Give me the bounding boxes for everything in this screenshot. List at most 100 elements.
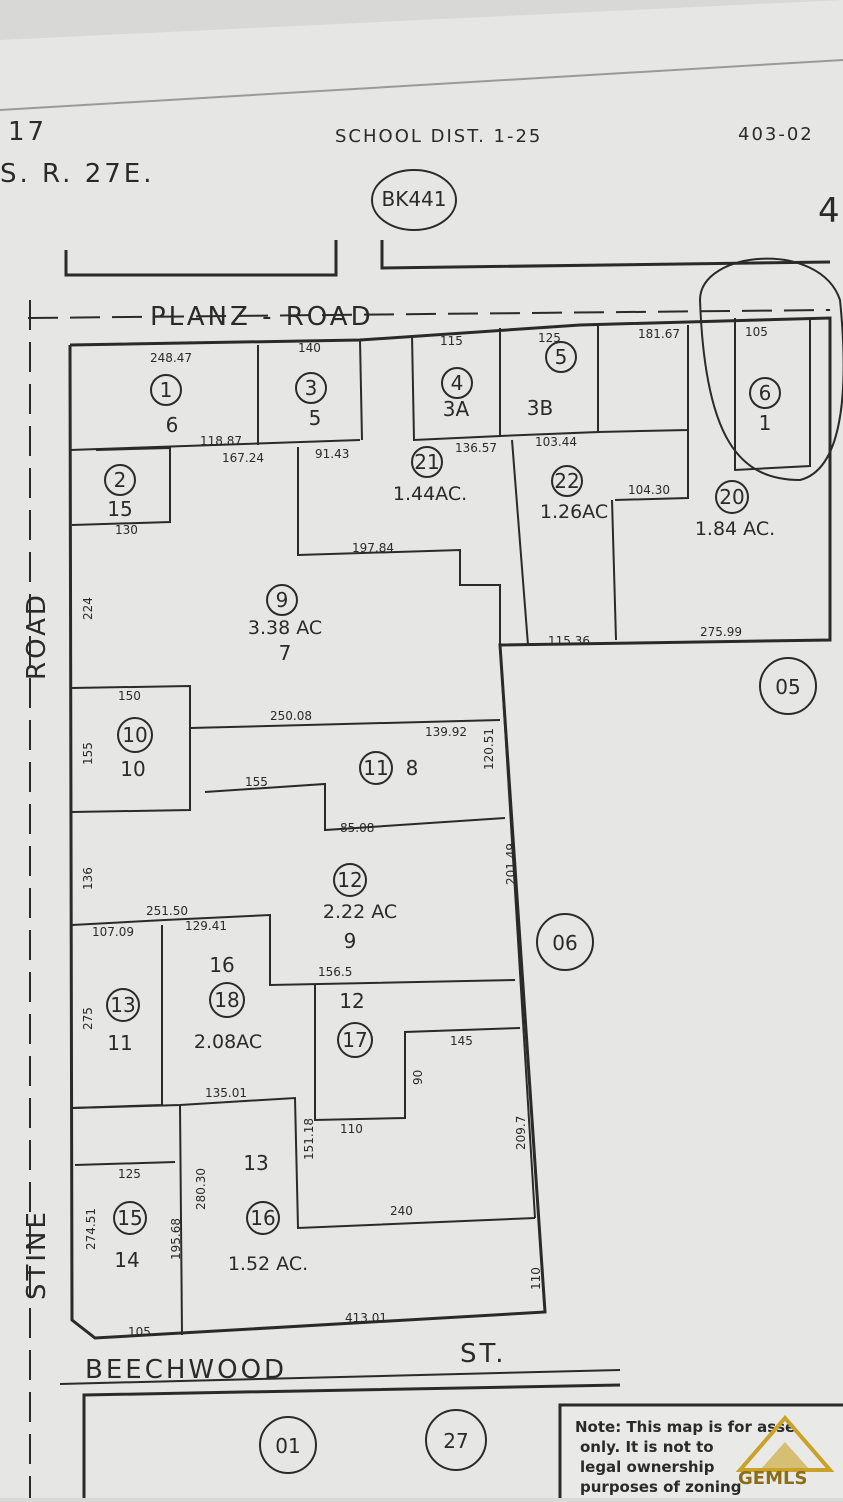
parcel-6-curve: [698, 257, 843, 482]
dim: 197.84: [352, 541, 394, 555]
adjacent-page-05: 05: [759, 657, 817, 715]
beechwood-centerline: [59, 1369, 621, 1385]
parcel-6-box: [734, 318, 811, 472]
line-1: [69, 439, 361, 451]
dim: 120.51: [482, 728, 496, 770]
note-box: Note: This map is for asse only. It is n…: [558, 1403, 843, 1502]
street-planz: PLANZ - ROAD: [150, 302, 374, 332]
dim: 129.41: [185, 919, 227, 933]
parcel-label-5: 5 3B: [527, 341, 577, 420]
map-number: 403-02: [738, 124, 814, 145]
parcel-label-17: 17 12: [337, 989, 373, 1058]
street-stine: STINE: [22, 1209, 52, 1300]
svg-text:16: 16: [209, 953, 234, 977]
parcel-label-3: 3 5: [295, 372, 327, 430]
svg-text:1: 1: [160, 378, 173, 402]
parcel-label-1: 1 6: [150, 374, 182, 437]
svg-text:2.22 AC: 2.22 AC: [323, 901, 397, 923]
parcel-4-box: [411, 328, 501, 442]
svg-text:7: 7: [279, 641, 292, 665]
svg-text:17: 17: [342, 1028, 367, 1052]
svg-text:3: 3: [305, 376, 318, 400]
svg-text:only. It is not to: only. It is not to: [580, 1438, 714, 1456]
dim: 195.68: [169, 1218, 183, 1260]
svg-text:27: 27: [443, 1429, 468, 1453]
street-road-west: ROAD: [22, 592, 52, 680]
svg-text:06: 06: [552, 931, 577, 955]
svg-text:GEMLS: GEMLS: [738, 1468, 807, 1489]
dim: 201.49: [504, 843, 518, 885]
dim: 156.5: [318, 965, 352, 979]
svg-text:2: 2: [114, 468, 127, 492]
line-3: [359, 339, 363, 441]
svg-text:9: 9: [344, 929, 357, 953]
dim: 90: [411, 1070, 425, 1085]
dim: 151.18: [302, 1118, 316, 1160]
svg-text:legal ownership: legal ownership: [580, 1458, 715, 1476]
parcel-label-16: 16 13 1.52 AC.: [228, 1151, 308, 1275]
svg-text:3A: 3A: [443, 397, 470, 421]
dim: 150: [118, 689, 141, 703]
svg-text:14: 14: [114, 1248, 139, 1272]
dim: 181.67: [638, 327, 680, 341]
svg-text:5: 5: [555, 345, 568, 369]
dim: 251.50: [146, 904, 188, 918]
dim: 115.36: [548, 634, 590, 648]
dim: 209.7: [514, 1116, 528, 1150]
dim: 103.44: [535, 435, 577, 449]
svg-text:3.38 AC: 3.38 AC: [248, 617, 322, 639]
svg-text:21: 21: [414, 450, 439, 474]
svg-text:1: 1: [759, 411, 772, 435]
road-edge-south: [82, 1383, 621, 1498]
svg-text:22: 22: [554, 469, 579, 493]
parcel-label-12: 12 2.22 AC 9: [323, 863, 397, 953]
dim: 115: [440, 334, 463, 348]
svg-text:11: 11: [107, 1031, 132, 1055]
svg-text:11: 11: [363, 756, 388, 780]
dimension-labels: 248.47 140 115 125 181.67 105 118.87 167…: [81, 325, 768, 1339]
svg-text:5: 5: [309, 406, 322, 430]
dim: 130: [115, 523, 138, 537]
parcel-17-box: [314, 985, 521, 1122]
parcel-label-10: 10 10: [117, 717, 153, 781]
east-line-lower: [499, 644, 536, 1219]
dim: 248.47: [150, 351, 192, 365]
dim: 104.30: [628, 483, 670, 497]
dim: 413.01: [345, 1311, 387, 1325]
dim: 155: [245, 775, 268, 789]
line-20-north: [614, 430, 689, 501]
parcel-label-11: 11 8: [359, 751, 418, 785]
svg-text:15: 15: [107, 497, 132, 521]
dim: 224: [81, 597, 95, 620]
line-15-north: [74, 1161, 176, 1166]
dim: 125: [538, 331, 561, 345]
line-22-20: [611, 499, 617, 641]
line-15-16: [179, 1104, 183, 1336]
dim: 105: [745, 325, 768, 339]
dim: 91.43: [315, 447, 349, 461]
parcel-10-box: [71, 684, 191, 813]
dim: 140: [298, 341, 321, 355]
line-11-12: [204, 782, 506, 832]
dim: 155: [81, 742, 95, 765]
svg-text:6: 6: [166, 413, 179, 437]
parcel-label-6: 6 1: [749, 377, 781, 435]
dim: 105: [128, 1325, 151, 1339]
svg-text:Note: This map is for asse: Note: This map is for asse: [575, 1418, 795, 1436]
dim: 118.87: [200, 434, 242, 448]
adjacent-page-06: 06: [536, 913, 594, 971]
corner-mark: 4: [818, 191, 840, 231]
line-21-22: [511, 439, 529, 646]
svg-text:4: 4: [451, 371, 464, 395]
dim: 145: [450, 1034, 473, 1048]
dim: 167.24: [222, 451, 264, 465]
book-number: BK441: [381, 187, 446, 211]
svg-text:1.26AC: 1.26AC: [540, 501, 608, 523]
dim: 250.08: [270, 709, 312, 723]
svg-text:12: 12: [337, 868, 362, 892]
svg-text:18: 18: [214, 988, 239, 1012]
svg-text:9: 9: [276, 588, 289, 612]
